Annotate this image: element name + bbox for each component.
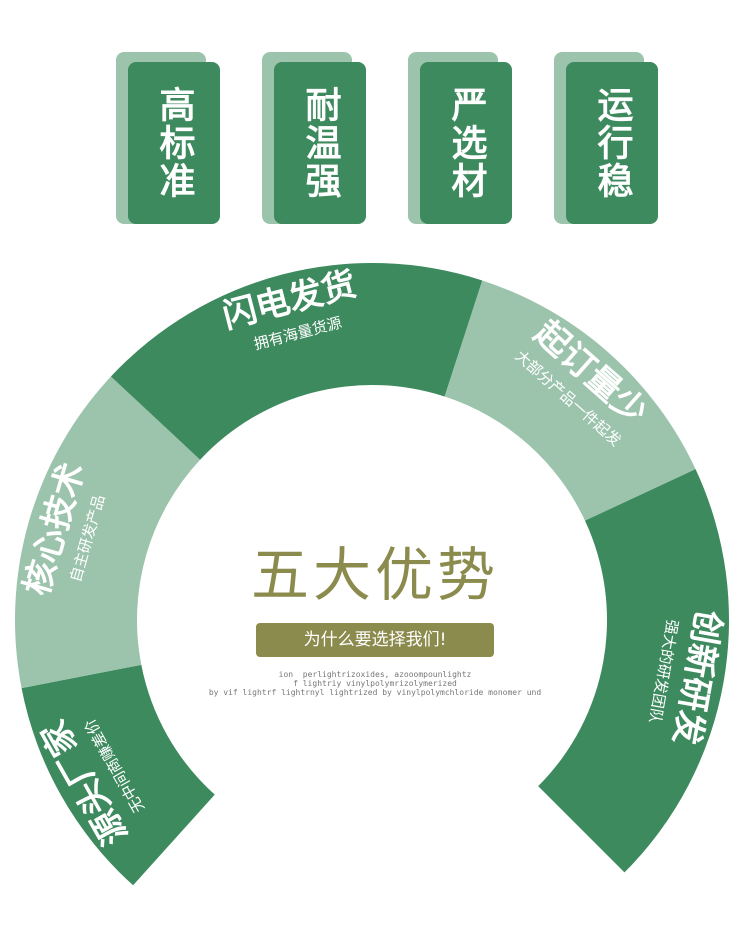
arc-segment-shape (444, 280, 696, 521)
arc-segment-shape (21, 664, 215, 886)
fine-print-line-3: by vif lightrf lightrnyl lightrized by v… (208, 688, 542, 697)
feature-card-4: 运行稳 (554, 52, 658, 224)
feature-card-3: 严选材 (408, 52, 512, 224)
why-choose-us-button[interactable]: 为什么要选择我们! (256, 623, 494, 657)
card-label: 高标准 (153, 86, 195, 200)
fine-print-line-2: f lightriy vinylpolymrizolymerized (293, 679, 457, 688)
arc-segment-shape (14, 376, 201, 689)
card-face: 运行稳 (566, 62, 658, 224)
arc-segment-shape (538, 469, 729, 873)
card-label: 运行稳 (591, 86, 633, 200)
card-face: 严选材 (420, 62, 512, 224)
card-face: 高标准 (128, 62, 220, 224)
center-title: 五大优势 (250, 541, 499, 609)
feature-card-2: 耐温强 (262, 52, 366, 224)
fine-print-line-1: ion perlightrizoxides, azooompounlightz (278, 670, 472, 679)
card-label: 耐温强 (299, 86, 341, 200)
card-face: 耐温强 (274, 62, 366, 224)
arc-segment-shape (110, 262, 483, 460)
feature-card-1: 高标准 (116, 52, 220, 224)
card-label: 严选材 (445, 86, 487, 200)
